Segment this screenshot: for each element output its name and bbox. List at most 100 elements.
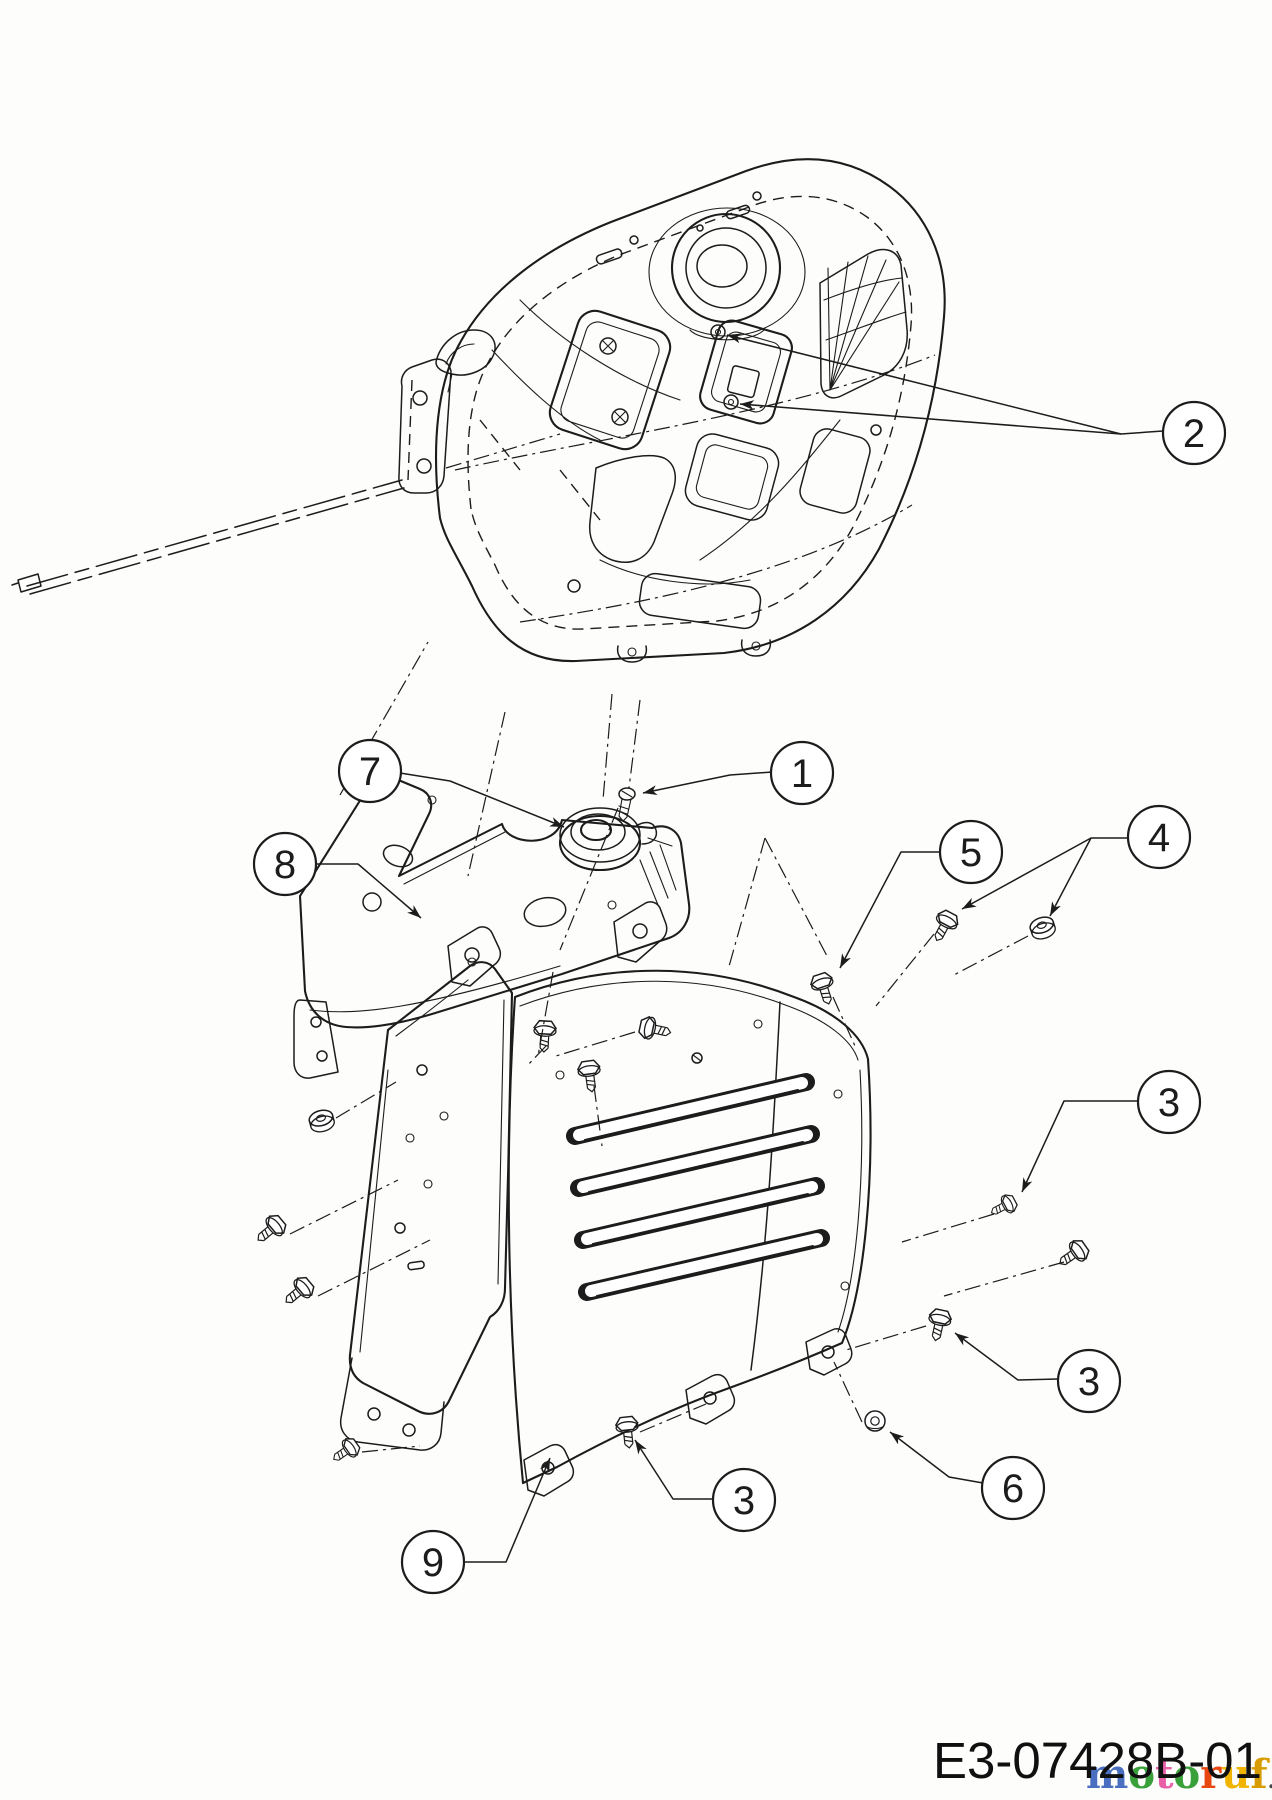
screw-shaft <box>617 798 632 822</box>
console-top-hole <box>696 224 704 232</box>
console-screw <box>611 408 629 426</box>
leader-item3 <box>954 1332 1059 1381</box>
left-panel-bottom-flange <box>339 1357 445 1451</box>
lower-cover <box>339 901 872 1497</box>
callout-5: 5 <box>938 819 1004 885</box>
console-centerline-upper <box>454 354 936 471</box>
centerline <box>335 1081 397 1119</box>
callout-6: 6 <box>980 1455 1046 1521</box>
callout-2: 2 <box>1161 400 1227 466</box>
steering-boss-hole <box>696 244 748 288</box>
console-screw-slot <box>602 340 614 352</box>
grommet-item7 <box>558 807 658 872</box>
vent-slat-fill <box>581 1181 818 1245</box>
vent-slat-inner <box>588 1141 804 1193</box>
centerline <box>467 711 506 877</box>
console-lower-cutout-inner <box>695 444 769 510</box>
bracket-flange-hole <box>310 1016 322 1028</box>
vent-slat-fill <box>577 1129 813 1193</box>
callout-circle <box>1056 1348 1122 1414</box>
console-grille-panel <box>819 248 908 399</box>
bracket-flange <box>293 999 339 1079</box>
cable-clip-inner <box>445 343 475 365</box>
callout-circle <box>337 738 403 804</box>
flange-nut <box>306 1107 337 1136</box>
vent-slat-fill <box>585 1233 823 1297</box>
dashboard-console <box>434 158 946 663</box>
centerline <box>628 699 641 789</box>
callout-number: 4 <box>1148 816 1170 860</box>
leader-item4 <box>1049 837 1092 917</box>
vent-slat-inner <box>592 1193 809 1245</box>
hex-bolt <box>923 1307 954 1344</box>
cover-stud <box>840 1281 850 1291</box>
callout-circle <box>980 1455 1046 1521</box>
cover-ear-hole <box>632 923 648 939</box>
watermark-letter: t <box>1155 1751 1174 1798</box>
callout-circle <box>938 819 1004 885</box>
centerline <box>317 1239 431 1297</box>
bracket-hole <box>427 795 437 805</box>
left-panel-slot <box>407 1260 425 1271</box>
console-top-slot <box>595 248 623 265</box>
bracket-oval-hole <box>523 896 567 928</box>
cable-bracket-plate <box>398 358 452 494</box>
watermark-letter: o <box>1128 1751 1155 1798</box>
console-hole <box>567 579 581 593</box>
console-cutout-right <box>699 319 793 425</box>
callout-number: 3 <box>1078 1360 1100 1404</box>
bracket-outline <box>298 776 691 1029</box>
callout-3a: 3 <box>1136 1069 1202 1135</box>
console-screw-slot <box>614 411 626 423</box>
leader-item7 <box>399 772 565 828</box>
cable-line <box>29 487 405 595</box>
left-panel-hole <box>394 1222 406 1234</box>
leader-item2 <box>739 400 1122 435</box>
console-screw-hole-item2 <box>710 324 726 340</box>
watermark-letter: u <box>1221 1751 1250 1798</box>
assembly-centerlines <box>289 641 1065 1453</box>
leader-lines <box>316 333 1164 1563</box>
vent-slat-inner <box>596 1245 814 1297</box>
cover-bottom-tab <box>685 1373 736 1425</box>
callout-circle <box>252 831 318 897</box>
cover-stud <box>555 1070 565 1080</box>
steering-boss-mid <box>685 227 767 309</box>
vent-slat-inner <box>584 1089 799 1141</box>
left-panel-inner-lines <box>359 979 505 1353</box>
grommet-hole <box>579 818 613 842</box>
cover-tab-hole <box>821 1345 835 1359</box>
centerline <box>537 971 554 1057</box>
callout-number: 9 <box>422 1541 444 1585</box>
cover-screw-slot <box>692 1054 702 1062</box>
console-lower-cutout <box>799 428 871 514</box>
grommet-outer <box>558 814 642 872</box>
callout-8: 8 <box>252 831 318 897</box>
callout-circle <box>1136 1069 1202 1135</box>
centerline <box>361 1445 421 1453</box>
watermark-letter: f <box>1250 1751 1270 1798</box>
centerline <box>833 1361 863 1423</box>
bracket-hole <box>362 892 382 912</box>
console-top-slot <box>725 204 751 220</box>
part-number: E3-07428B-01 <box>933 1732 1262 1789</box>
cover-bottom-tab <box>805 1328 853 1376</box>
console-square-hole <box>726 365 760 399</box>
console-lower-cutout <box>684 433 780 521</box>
steering-collar-arc <box>689 329 765 341</box>
cable-line <box>26 479 403 587</box>
leader-item6 <box>889 1431 984 1484</box>
cable-bracket-dash <box>407 379 413 481</box>
callout-circle <box>711 1467 777 1533</box>
console-cutout-left <box>548 309 672 451</box>
screw-head <box>618 787 636 801</box>
callout-circle <box>400 1529 466 1595</box>
callout-circle <box>1126 804 1192 870</box>
console-screw-hole-item2 <box>723 394 739 410</box>
callout-1: 1 <box>769 740 835 806</box>
leader-item9 <box>464 1457 551 1563</box>
callout-number: 1 <box>791 752 813 796</box>
cover-ear-hole <box>464 947 480 963</box>
